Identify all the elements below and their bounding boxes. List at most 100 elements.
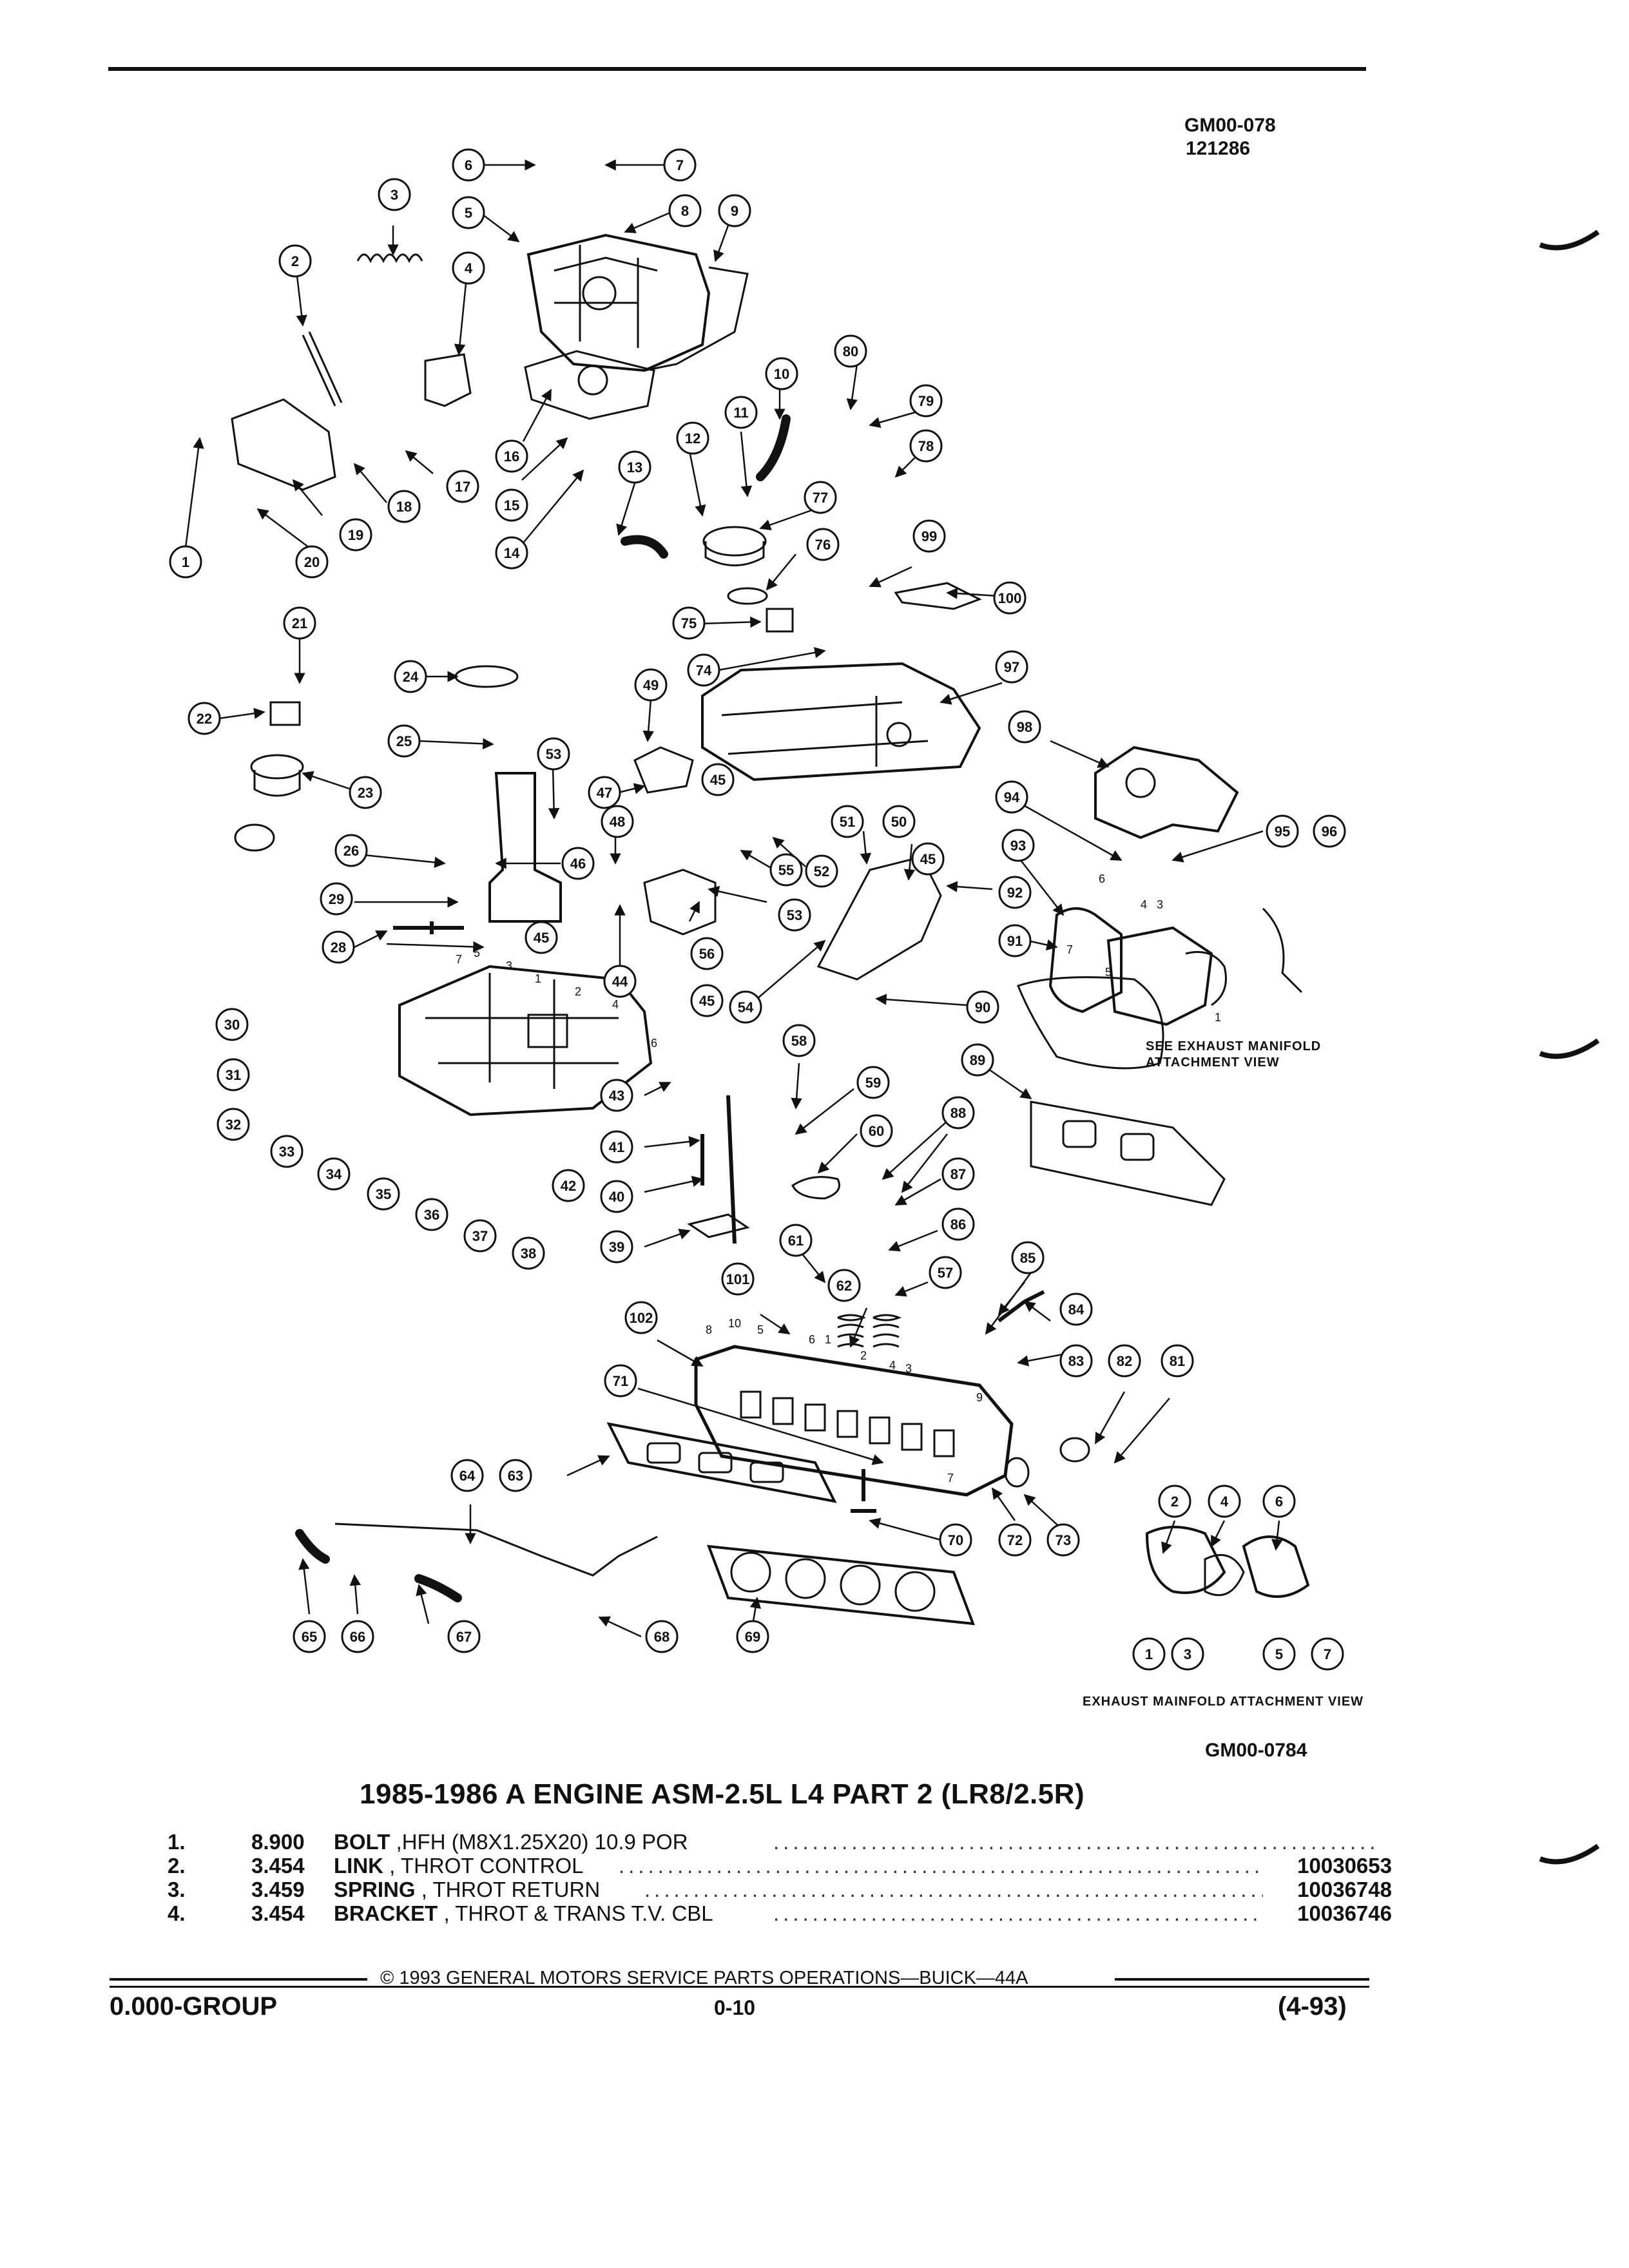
svg-text:4: 4: [889, 1359, 896, 1372]
svg-text:96: 96: [1322, 823, 1337, 840]
svg-text:13: 13: [627, 459, 642, 476]
svg-text:30: 30: [224, 1017, 240, 1033]
svg-text:76: 76: [815, 537, 831, 553]
svg-text:7: 7: [676, 157, 684, 173]
binder-marks: [1539, 229, 1600, 1865]
svg-text:93: 93: [1010, 838, 1026, 854]
svg-text:7: 7: [1066, 943, 1073, 956]
svg-text:70: 70: [948, 1532, 963, 1548]
footer-rule-left: [110, 1978, 367, 1981]
svg-text:40: 40: [609, 1189, 624, 1205]
copyright-line: © 1993 GENERAL MOTORS SERVICE PARTS OPER…: [380, 1968, 1028, 1988]
svg-text:95: 95: [1275, 823, 1290, 840]
svg-text:89: 89: [970, 1052, 985, 1068]
svg-text:83: 83: [1068, 1353, 1084, 1369]
svg-text:2: 2: [575, 985, 581, 998]
svg-text:1: 1: [1215, 1011, 1221, 1024]
svg-text:1: 1: [535, 972, 541, 985]
part-catalog-number: 10036748: [1297, 1878, 1392, 1901]
svg-text:16: 16: [504, 448, 519, 465]
svg-text:29: 29: [329, 891, 344, 907]
svg-text:68: 68: [654, 1629, 670, 1645]
svg-text:66: 66: [350, 1629, 365, 1645]
svg-text:7: 7: [1324, 1646, 1331, 1662]
svg-text:54: 54: [738, 999, 754, 1015]
part-name: BOLT: [334, 1830, 390, 1854]
part-group: 3.459: [251, 1878, 305, 1901]
svg-text:79: 79: [918, 393, 934, 409]
part-number: 4.: [168, 1901, 186, 1925]
svg-text:77: 77: [813, 490, 828, 506]
svg-text:11: 11: [733, 405, 748, 421]
svg-text:52: 52: [814, 863, 829, 879]
svg-text:19: 19: [348, 527, 363, 543]
svg-text:97: 97: [1004, 659, 1019, 675]
figure-code: GM00-0784: [1205, 1740, 1307, 1761]
part-number: 1.: [168, 1830, 186, 1854]
svg-text:6: 6: [1275, 1494, 1283, 1510]
svg-text:22: 22: [197, 711, 212, 727]
svg-text:5: 5: [1275, 1646, 1283, 1662]
svg-text:5: 5: [465, 205, 472, 221]
svg-text:45: 45: [699, 993, 715, 1009]
svg-text:64: 64: [459, 1468, 476, 1484]
svg-text:1: 1: [182, 554, 189, 570]
part-description: SPRING , THROT RETURN: [334, 1878, 600, 1902]
svg-text:71: 71: [613, 1373, 628, 1389]
part-number: 3.: [168, 1878, 186, 1901]
svg-text:98: 98: [1017, 719, 1032, 735]
attachment-view-caption: EXHAUST MAINFOLD ATTACHMENT VIEW: [1083, 1695, 1364, 1709]
svg-text:53: 53: [787, 907, 802, 923]
part-name: LINK: [334, 1854, 383, 1878]
svg-text:21: 21: [292, 615, 307, 631]
svg-text:31: 31: [226, 1067, 241, 1083]
svg-text:6: 6: [1099, 872, 1105, 885]
part-name: BRACKET: [334, 1901, 438, 1925]
svg-text:10: 10: [728, 1317, 741, 1330]
part-catalog-number: 10036746: [1297, 1901, 1392, 1925]
svg-text:28: 28: [331, 939, 346, 956]
svg-text:2: 2: [291, 253, 299, 269]
part-detail: ,HFH (M8X1.25X20) 10.9 POR: [396, 1830, 688, 1854]
svg-text:8: 8: [706, 1323, 712, 1336]
svg-text:37: 37: [472, 1228, 488, 1244]
footer-page-number: 0-10: [714, 1996, 756, 2019]
part-description: BRACKET , THROT & TRANS T.V. CBL: [334, 1901, 713, 1926]
svg-text:23: 23: [358, 785, 373, 801]
see-view-caption-2: ATTACHMENT VIEW: [1146, 1055, 1280, 1070]
svg-text:82: 82: [1117, 1353, 1132, 1369]
svg-text:62: 62: [836, 1278, 852, 1294]
svg-text:91: 91: [1007, 933, 1023, 949]
svg-text:78: 78: [918, 438, 934, 454]
svg-text:20: 20: [304, 554, 320, 570]
svg-text:73: 73: [1055, 1532, 1071, 1548]
part-row: 2. 3.454 LINK , THROT CONTROL ..........…: [168, 1854, 1392, 1878]
leader-dots: ........................................…: [773, 1901, 1263, 1925]
svg-text:58: 58: [791, 1033, 807, 1049]
part-row: 1. 8.900 BOLT ,HFH (M8X1.25X20) 10.9 POR…: [168, 1830, 1392, 1854]
part-number: 2.: [168, 1854, 186, 1878]
svg-text:7: 7: [947, 1472, 954, 1485]
svg-text:36: 36: [424, 1207, 439, 1223]
part-detail: , THROT CONTROL: [389, 1854, 584, 1878]
part-description: BOLT ,HFH (M8X1.25X20) 10.9 POR: [334, 1830, 688, 1854]
footer-rule-right: [1115, 1978, 1369, 1981]
svg-text:90: 90: [975, 999, 990, 1015]
svg-text:53: 53: [546, 746, 561, 762]
svg-text:3: 3: [390, 187, 398, 203]
svg-text:15: 15: [504, 497, 519, 514]
svg-text:88: 88: [950, 1105, 966, 1121]
part-group: 8.900: [251, 1830, 305, 1854]
header-code: GM00-078: [1184, 115, 1276, 136]
svg-text:34: 34: [326, 1166, 342, 1182]
svg-text:4: 4: [1141, 898, 1147, 911]
svg-text:5: 5: [474, 947, 480, 959]
svg-text:25: 25: [396, 733, 412, 749]
svg-text:12: 12: [685, 430, 700, 447]
svg-text:69: 69: [745, 1629, 760, 1645]
svg-text:72: 72: [1007, 1532, 1023, 1548]
svg-text:14: 14: [504, 545, 520, 561]
part-detail: , THROT RETURN: [421, 1878, 601, 1901]
svg-text:9: 9: [731, 203, 738, 219]
svg-text:2: 2: [860, 1349, 867, 1362]
